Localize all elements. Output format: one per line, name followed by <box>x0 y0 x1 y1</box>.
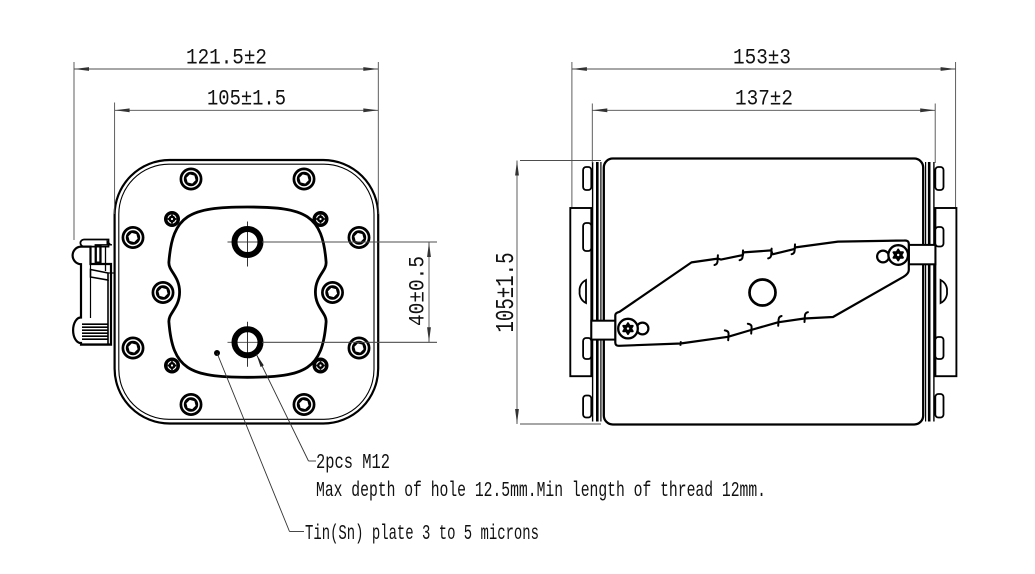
svg-text:137±2: 137±2 <box>735 86 793 111</box>
svg-text:105±1.5: 105±1.5 <box>492 253 521 333</box>
svg-text:105±1.5: 105±1.5 <box>207 86 286 111</box>
svg-text:2pcs M12: 2pcs M12 <box>316 452 390 475</box>
svg-text:Max depth of hole 12.5mm.Min l: Max depth of hole 12.5mm.Min length of t… <box>316 480 766 503</box>
svg-text:Tin(Sn) plate 3 to 5 microns: Tin(Sn) plate 3 to 5 microns <box>305 523 539 546</box>
svg-text:40±0.5: 40±0.5 <box>406 256 431 326</box>
svg-text:121.5±2: 121.5±2 <box>186 46 267 71</box>
svg-text:153±3: 153±3 <box>733 46 791 71</box>
